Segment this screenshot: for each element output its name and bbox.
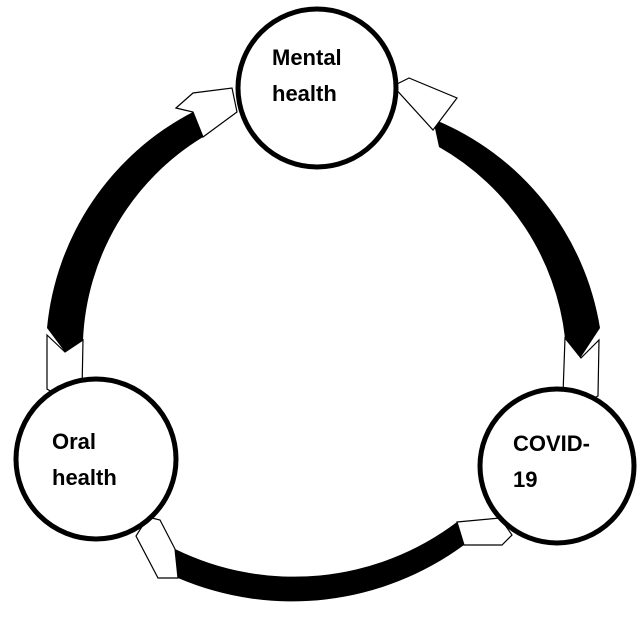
node-covid-19 — [477, 386, 637, 546]
arrow-oral-to-mental — [46, 87, 238, 399]
arrow-covid-to-oral — [135, 516, 513, 602]
oral-health-label: Oral health — [52, 424, 117, 496]
arrow-body — [433, 119, 600, 360]
mental-health-label-line1: Mental — [272, 45, 342, 70]
arrow-body — [47, 112, 203, 352]
arrow-tail-notch — [392, 77, 458, 131]
node-oral-health — [13, 376, 179, 542]
arrow-head — [135, 516, 179, 579]
oral-health-label-line2: health — [52, 465, 117, 490]
arrow-body — [175, 522, 464, 602]
oral-health-label-line1: Oral — [52, 429, 97, 454]
covid-19-label: COVID- 19 — [513, 426, 590, 498]
mental-health-label: Mental health — [272, 40, 342, 112]
arrow-head — [174, 87, 238, 138]
mental-health-label-line2: health — [272, 81, 337, 106]
covid-19-label-line1: COVID- — [513, 431, 590, 456]
arrow-tail-notch — [456, 517, 513, 546]
node-mental-health — [235, 6, 399, 170]
covid-19-label-line2: 19 — [513, 467, 538, 492]
arrow-mental-to-covid — [392, 77, 600, 405]
